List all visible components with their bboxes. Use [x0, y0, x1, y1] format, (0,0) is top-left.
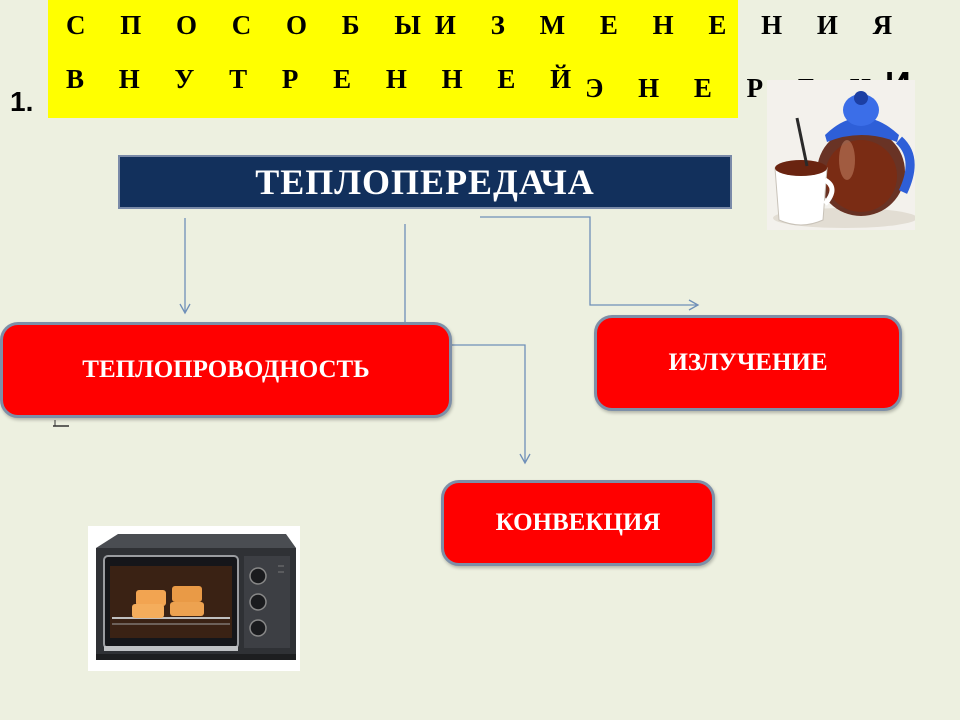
- tea-photo: [767, 80, 917, 230]
- toaster-oven-photo: [88, 526, 300, 671]
- small-dash-mark: [53, 420, 69, 427]
- node-radiation: ИЗЛУЧЕНИЕ: [594, 315, 902, 411]
- node-conduction: ТЕПЛОПРОВОДНОСТЬ: [0, 322, 452, 418]
- slide-number: 1.: [10, 86, 34, 117]
- title-word-vnutrenney: В Н У Т Р Е Н Н Е Й: [66, 64, 586, 94]
- arrow-to-convection: [404, 224, 526, 462]
- title-box: С П О С О Б Ы И З М Е Н Е Н И Я В Н У Т …: [48, 0, 911, 118]
- title-word-izmeneniya: И З М Е Н Е Н И Я: [434, 10, 907, 40]
- title-line-1: С П О С О Б Ы И З М Е Н Е Н И Я: [66, 10, 892, 41]
- node-convection: КОНВЕКЦИЯ: [441, 480, 715, 566]
- arrow-to-radiation: [480, 216, 697, 306]
- arrowhead-radiation: [688, 299, 700, 311]
- main-node-heat-transfer: ТЕПЛОПЕРЕДАЧА: [118, 155, 732, 209]
- arrowhead-convection: [519, 453, 531, 465]
- title-word-sposoby: С П О С О Б Ы: [66, 10, 435, 40]
- title-line-2: В Н У Т Р Е Н Н Е Й Э Н Е Р Г ИИ: [66, 64, 911, 106]
- arrowhead-conduction: [179, 303, 191, 315]
